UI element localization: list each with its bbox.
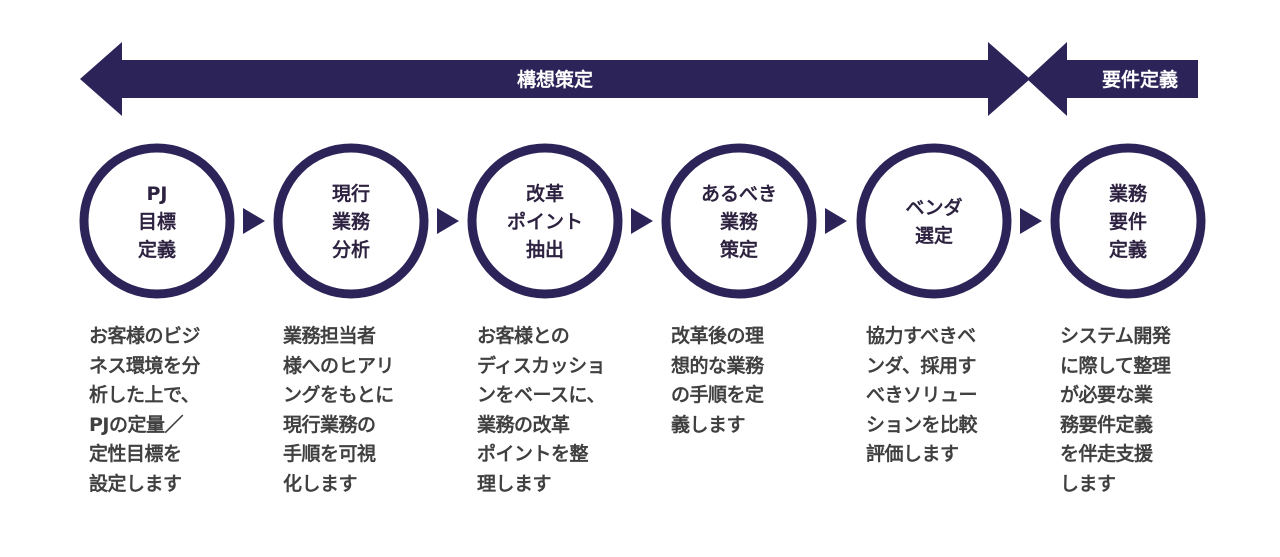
step-circle xyxy=(1050,143,1206,299)
phase-arrow-requirements xyxy=(1027,42,1198,116)
step-title-line: 選定 xyxy=(915,224,953,247)
description-line: べきソリュー xyxy=(866,384,978,406)
next-arrow-icon xyxy=(1020,208,1042,234)
step-title-line: 業務 xyxy=(331,210,371,233)
next-arrow-icon xyxy=(437,208,459,234)
description-line: が必要な業 xyxy=(1060,384,1153,406)
description-line: 定性目標を xyxy=(89,443,182,465)
step-circle xyxy=(856,143,1012,299)
description-line: 業務担当者 xyxy=(283,325,376,347)
step-description: お客様とのディスカッションをベースに、業務の改革ポイントを整理します xyxy=(477,322,627,499)
description-line: お客様との xyxy=(477,325,570,347)
description-line: 設定します xyxy=(89,472,182,495)
step-title-line: 業務 xyxy=(1108,182,1148,205)
step-title-line: 抽出 xyxy=(526,238,564,261)
description-line: 評価します xyxy=(866,443,959,465)
description-line: 業務の改革 xyxy=(477,413,570,436)
step-title-line: ベンダ xyxy=(905,196,962,219)
description-line: ネス環境を分 xyxy=(89,354,201,377)
description-line: ンをベースに、 xyxy=(477,384,605,406)
description-line: 務要件定義 xyxy=(1060,413,1153,436)
description-line: 想的な業務 xyxy=(671,354,764,377)
step-circle xyxy=(661,143,817,299)
description-line: ディスカッショ xyxy=(477,354,606,377)
description-line: 理します xyxy=(477,472,552,495)
next-arrow-icon xyxy=(243,208,265,234)
description-line: お客様のビジ xyxy=(89,325,201,347)
step-title-line: 要件 xyxy=(1109,210,1147,233)
step-title-line: 策定 xyxy=(720,238,758,261)
description-line: に際して整理 xyxy=(1060,354,1171,377)
step-title-line: 定義 xyxy=(138,238,176,261)
step-title-line: 改革 xyxy=(526,182,564,205)
step-description: 協力すべきベンダ、採用すべきソリューションを比較評価します xyxy=(866,322,1016,470)
description-line: 協力すべきベ xyxy=(866,325,976,347)
description-line: ングをもとに xyxy=(283,384,394,406)
step-description: システム開発に際して整理が必要な業務要件定義を伴走支援します xyxy=(1060,322,1210,499)
step-title-line: 業務 xyxy=(719,210,759,233)
description-line: ポイントを整 xyxy=(477,443,589,465)
description-line: PJの定量／ xyxy=(89,413,184,436)
description-line: ンダ、採用す xyxy=(866,354,977,377)
description-line: 析した上で、 xyxy=(89,384,200,406)
step-title-line: 分析 xyxy=(332,238,370,261)
step-title-line: PJ xyxy=(147,183,168,205)
step-title-line: あるべき xyxy=(701,183,777,205)
description-line: 様へのヒアリ xyxy=(283,354,395,377)
description-line: します xyxy=(1060,472,1116,495)
description-line: ションを比較 xyxy=(866,413,978,436)
step-title-line: 現行 xyxy=(332,182,370,205)
description-line: 現行業務の xyxy=(283,413,376,436)
step-circle xyxy=(467,143,623,299)
description-line: 義します xyxy=(671,413,746,436)
step-description: お客様のビジネス環境を分析した上で、 PJの定量／ 定性目標を設定します xyxy=(89,322,239,499)
description-line: 手順を可視 xyxy=(283,443,376,465)
description-line: システム開発 xyxy=(1060,325,1171,347)
phase-label-requirements: 要件定義 xyxy=(1102,68,1178,91)
step-title-line: 目標 xyxy=(138,210,176,233)
description-line: を伴走支援 xyxy=(1060,443,1153,465)
step-description: 業務担当者様へのヒアリングをもとに現行業務の手順を可視化します xyxy=(283,322,433,499)
description-line: 化します xyxy=(283,472,358,495)
next-arrow-icon xyxy=(631,208,653,234)
step-title-line: ポイント xyxy=(507,210,583,233)
description-line: 改革後の理 xyxy=(671,325,764,347)
description-line: の手順を定 xyxy=(671,384,764,406)
phase-arrow-concept xyxy=(80,42,1030,116)
phase-label-concept: 構想策定 xyxy=(517,68,593,91)
step-circle xyxy=(79,143,235,299)
step-circle xyxy=(273,143,429,299)
next-arrow-icon xyxy=(825,208,847,234)
step-description: 改革後の理想的な業務の手順を定義します xyxy=(671,322,821,440)
step-title-line: 定義 xyxy=(1109,238,1147,261)
